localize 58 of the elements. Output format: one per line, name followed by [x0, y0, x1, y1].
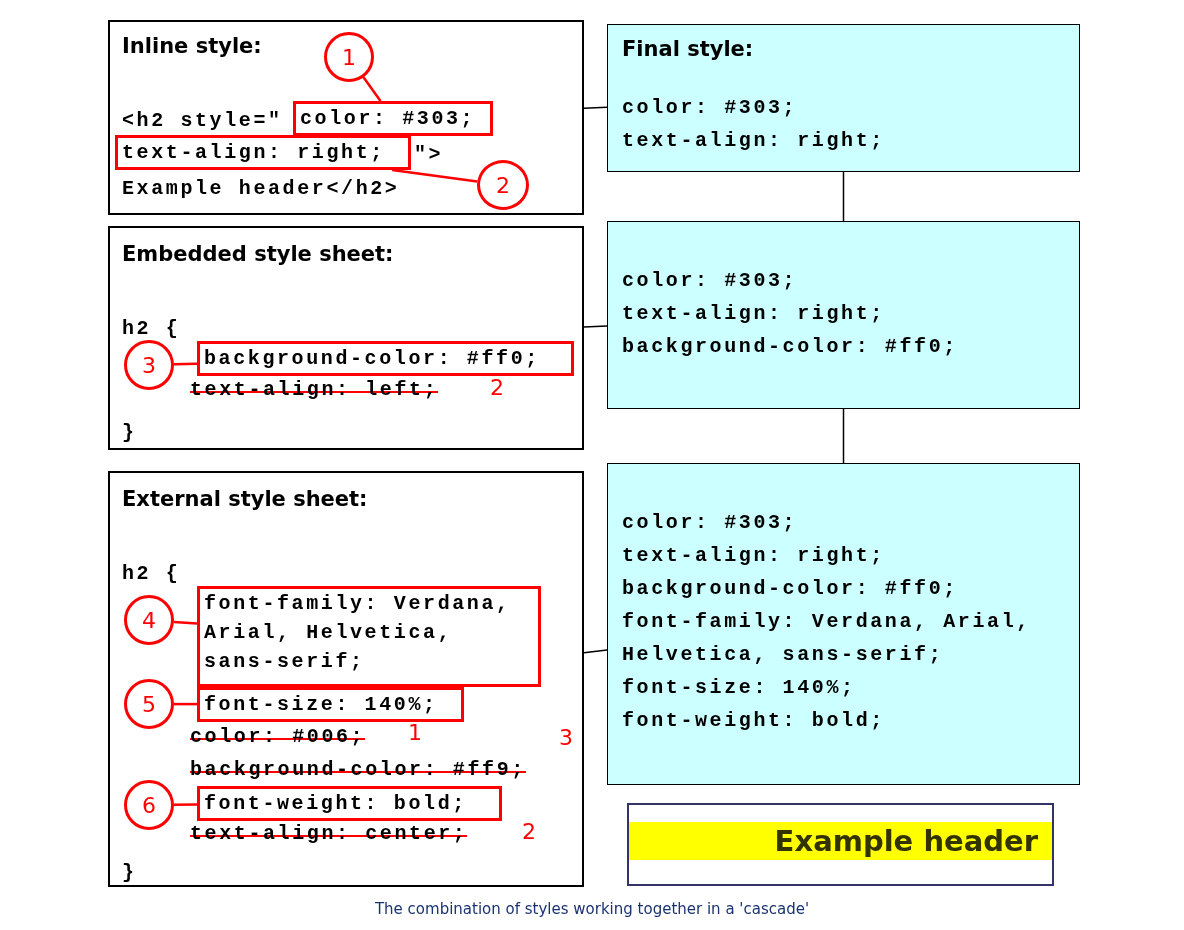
- highlighted-code: text-align: right;: [115, 135, 411, 170]
- connector-line: [842, 171, 845, 222]
- code-line: background-color: #ff0;: [622, 334, 958, 360]
- code-line: text-align: right;: [622, 543, 885, 569]
- code-line: font-size: 140%;: [622, 675, 856, 701]
- leader-line: [174, 803, 197, 807]
- header-preview-frame: [627, 803, 1054, 886]
- precedence-number: 1: [408, 719, 422, 747]
- leader-line: [392, 168, 478, 183]
- code-panel: [108, 20, 584, 215]
- code-line: font-family: Verdana, Arial, Helvetica, sans-serif;: [622, 609, 1032, 668]
- precedence-number: 3: [559, 724, 573, 752]
- example-header-text: Example header: [629, 822, 1052, 860]
- panel-heading: External style sheet:: [122, 487, 368, 511]
- code-line: ">: [414, 142, 444, 168]
- code-line: h2 {: [122, 561, 181, 587]
- code-line: color: #303;: [622, 268, 798, 294]
- code-line: text-align: right;: [622, 301, 885, 327]
- code-line: }: [122, 860, 137, 886]
- leader-line: [362, 76, 382, 102]
- connector-line: [842, 408, 845, 464]
- code-line: Example header</h2>: [122, 176, 400, 202]
- connector-line: [583, 649, 608, 654]
- code-line: h2 {: [122, 316, 181, 342]
- precedence-number: 2: [490, 374, 504, 402]
- leader-line: [173, 620, 198, 625]
- result-panel: [607, 24, 1080, 172]
- highlighted-code: font-weight: bold;: [197, 786, 502, 821]
- callout-number: 4: [124, 595, 174, 645]
- callout-number: 3: [124, 340, 174, 390]
- callout-number: 6: [124, 780, 174, 830]
- panel-heading: Embedded style sheet:: [122, 242, 394, 266]
- code-line: text-align: right;: [622, 128, 885, 154]
- code-line: font-weight: bold;: [622, 708, 885, 734]
- highlighted-code: font-size: 140%;: [197, 687, 464, 722]
- leader-line: [173, 362, 198, 366]
- panel-heading: Final style:: [622, 37, 754, 61]
- code-panel: [108, 471, 584, 887]
- highlighted-code: color: #303;: [293, 101, 493, 136]
- callout-number: 2: [477, 160, 529, 210]
- code-line: background-color: #ff0;: [622, 576, 958, 602]
- highlighted-code: background-color: #ff0;: [197, 341, 574, 376]
- panel-heading: Inline style:: [122, 34, 262, 58]
- precedence-number: 2: [522, 818, 536, 846]
- code-line: color: #303;: [622, 95, 798, 121]
- figure-caption: The combination of styles working together in a 'cascade': [374, 900, 810, 918]
- code-panel: [108, 226, 584, 450]
- connector-line: [583, 325, 608, 328]
- result-panel: [607, 463, 1080, 785]
- result-panel: [607, 221, 1080, 409]
- callout-number: 5: [124, 679, 174, 729]
- leader-line: [174, 702, 197, 706]
- highlighted-code: font-family: Verdana, Arial, Helvetica, sans-serif;: [197, 586, 541, 687]
- code-line: <h2 style=": [122, 108, 283, 134]
- code-line: }: [122, 420, 137, 446]
- callout-number: 1: [324, 32, 374, 82]
- connector-line: [583, 106, 608, 109]
- code-line: color: #303;: [622, 510, 798, 536]
